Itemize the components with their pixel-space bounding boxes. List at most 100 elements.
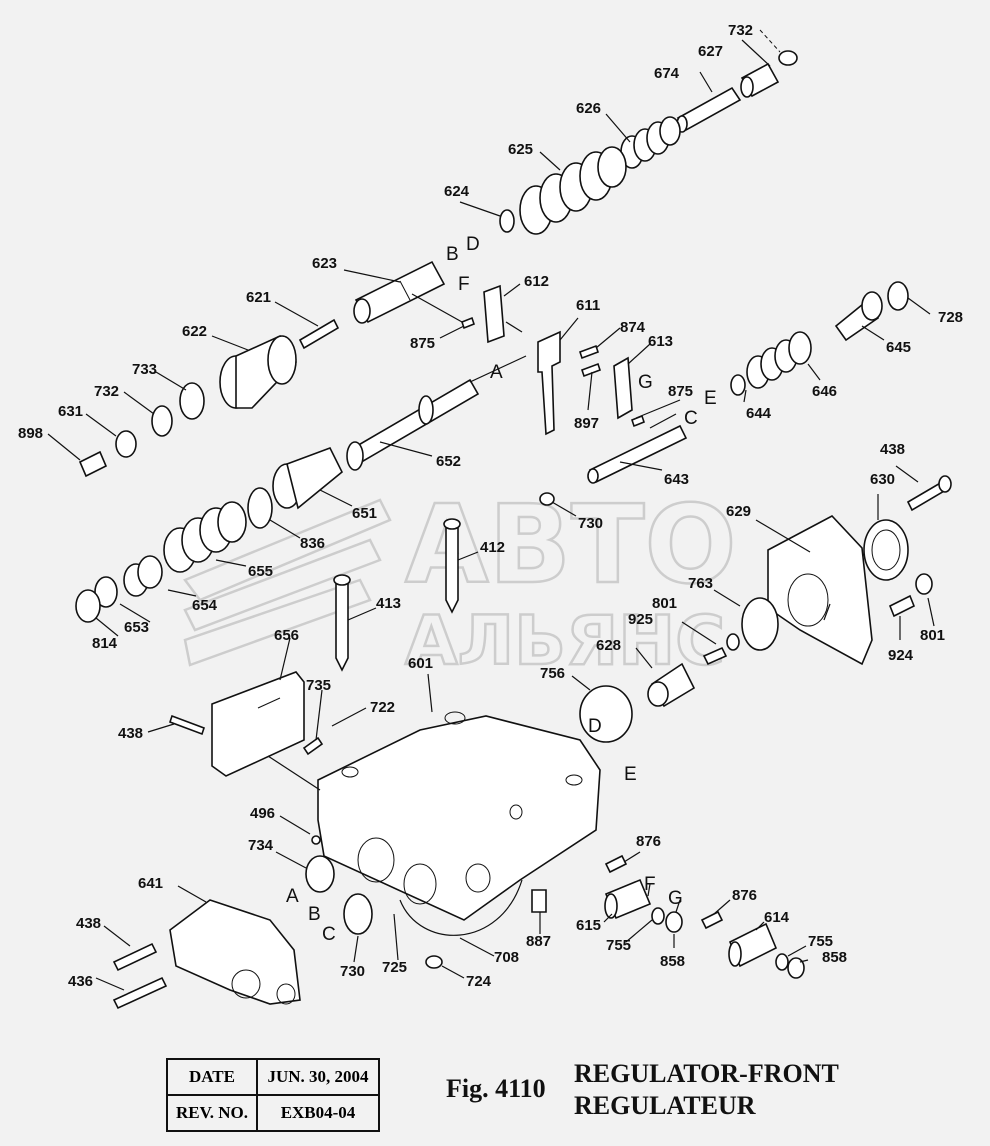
callout: 730 bbox=[578, 515, 603, 532]
watermark: АВТО АЛЬЯНС bbox=[183, 482, 738, 682]
part-614 bbox=[728, 922, 778, 968]
callout: 925 bbox=[628, 611, 653, 628]
callout: 755 bbox=[606, 937, 631, 954]
figure-number: Fig. 4110 bbox=[446, 1074, 546, 1103]
part-628 bbox=[647, 662, 696, 708]
callout: 735 bbox=[306, 677, 331, 694]
callout: 630 bbox=[870, 471, 895, 488]
callout: 875 bbox=[668, 383, 693, 400]
ref-letter: A bbox=[286, 886, 299, 907]
callout: 622 bbox=[182, 323, 207, 340]
callout: 623 bbox=[312, 255, 337, 272]
callout: 801 bbox=[920, 627, 945, 644]
ref-letter: C bbox=[322, 924, 336, 945]
ref-letter: G bbox=[668, 888, 683, 909]
rev-label: REV. NO. bbox=[166, 1094, 258, 1132]
callout: 436 bbox=[68, 973, 93, 990]
part-438-top-right bbox=[906, 475, 952, 512]
part-413 bbox=[333, 574, 351, 672]
part-763 bbox=[741, 597, 779, 651]
title-block: DATE JUN. 30, 2004 REV. NO. EXB04-04 bbox=[166, 1058, 380, 1132]
figure-title-en: REGULATOR-FRONT bbox=[574, 1059, 839, 1088]
part-438-bottom bbox=[112, 942, 158, 972]
part-623 bbox=[353, 260, 446, 324]
callout: 614 bbox=[764, 909, 790, 926]
date-label: DATE bbox=[166, 1058, 258, 1096]
callout: 858 bbox=[660, 953, 685, 970]
part-656 bbox=[211, 671, 305, 777]
figure-title-fr: REGULATEUR bbox=[574, 1091, 756, 1120]
part-601-body bbox=[317, 711, 601, 921]
part-734 bbox=[305, 855, 335, 893]
watermark-line2: АЛЬЯНС bbox=[405, 602, 725, 681]
callout: 724 bbox=[466, 973, 492, 990]
part-876-lower bbox=[700, 910, 724, 930]
part-735-722 bbox=[302, 736, 324, 756]
part-436 bbox=[112, 976, 168, 1010]
part-615 bbox=[604, 878, 652, 920]
callout: 413 bbox=[376, 595, 401, 612]
callout: 656 bbox=[274, 627, 299, 644]
ref-letter: B bbox=[446, 244, 459, 265]
callout: 730 bbox=[340, 963, 365, 980]
part-625 bbox=[519, 146, 627, 235]
callout: 629 bbox=[726, 503, 751, 520]
callout-labels: 732 627 674 626 625 624 623 621 622 612 … bbox=[18, 22, 963, 990]
callout: 756 bbox=[540, 665, 565, 682]
part-724 bbox=[425, 955, 443, 969]
callout: 674 bbox=[654, 65, 680, 82]
callout: 814 bbox=[92, 635, 118, 652]
callout: 655 bbox=[248, 563, 273, 580]
part-674 bbox=[676, 86, 742, 133]
ref-letter: F bbox=[644, 874, 656, 895]
part-611 bbox=[537, 330, 561, 436]
part-655 bbox=[163, 501, 247, 573]
part-756 bbox=[579, 685, 633, 743]
part-630 bbox=[863, 519, 909, 581]
watermark-line1: АВТО bbox=[405, 483, 736, 608]
callout: 732 bbox=[728, 22, 753, 39]
callout: 624 bbox=[444, 183, 470, 200]
callout: 612 bbox=[524, 273, 549, 290]
figure-titles: REGULATOR-FRONT REGULATEUR bbox=[574, 1058, 839, 1122]
part-646 bbox=[746, 331, 812, 389]
callout: 836 bbox=[300, 535, 325, 552]
part-412 bbox=[443, 518, 461, 614]
callout: 858 bbox=[822, 949, 847, 966]
callout: 801 bbox=[652, 595, 677, 612]
part-730-mid bbox=[539, 492, 555, 506]
ref-letter: E bbox=[704, 388, 717, 409]
callout: 613 bbox=[648, 333, 673, 350]
callout: 625 bbox=[508, 141, 533, 158]
callout: 438 bbox=[76, 915, 101, 932]
part-645 bbox=[834, 291, 883, 342]
part-755-858-right bbox=[775, 953, 805, 979]
callout: 644 bbox=[746, 405, 772, 422]
ref-letter: B bbox=[308, 904, 321, 925]
part-613 bbox=[613, 356, 633, 420]
part-733-732-631-898 bbox=[78, 382, 205, 478]
date-value: JUN. 30, 2004 bbox=[256, 1058, 380, 1096]
callout: 755 bbox=[808, 933, 833, 950]
callout: 876 bbox=[732, 887, 757, 904]
part-836 bbox=[247, 487, 273, 529]
callout: 645 bbox=[886, 339, 911, 356]
callout: 412 bbox=[480, 539, 505, 556]
callout: 733 bbox=[132, 361, 157, 378]
part-626 bbox=[620, 116, 681, 169]
ref-letter: F bbox=[458, 274, 470, 295]
part-644 bbox=[730, 374, 746, 396]
callout: 646 bbox=[812, 383, 837, 400]
callout: 653 bbox=[124, 619, 149, 636]
callout: 611 bbox=[576, 297, 600, 314]
part-876-upper bbox=[604, 854, 628, 874]
callout: 627 bbox=[698, 43, 723, 60]
callout: 643 bbox=[664, 471, 689, 488]
part-622 bbox=[219, 334, 298, 409]
watermark-logo-icon bbox=[183, 498, 392, 667]
part-624 bbox=[499, 209, 515, 233]
callout: 601 bbox=[408, 655, 433, 672]
callout: 763 bbox=[688, 575, 713, 592]
callout: 876 bbox=[636, 833, 661, 850]
